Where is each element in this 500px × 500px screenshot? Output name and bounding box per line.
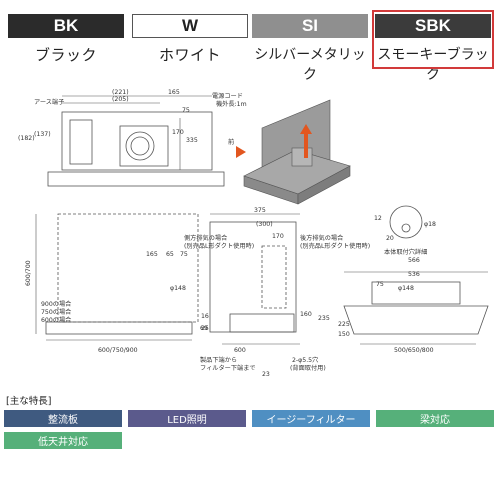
label-750: 750の場合 <box>41 308 71 316</box>
fan-box <box>119 125 169 167</box>
dim-335: 335 <box>186 137 198 144</box>
dim-148-side: φ148 <box>170 285 186 292</box>
dim-12: 12 <box>374 215 382 222</box>
top-view <box>47 95 225 187</box>
note-side-1: 側方排気の場合 <box>184 234 227 242</box>
features-title: [主な特長] <box>6 396 52 407</box>
swatch-w-chip: W <box>132 14 248 38</box>
dim-600-700: 600/700 <box>25 260 32 286</box>
swatch-bk-chip: BK <box>8 14 124 38</box>
feature-tag-flow-plate: 整流板 <box>4 410 122 427</box>
dim-69: 69 <box>200 325 208 332</box>
front-label: 前 <box>228 138 234 146</box>
dim-221: (221) <box>112 89 129 96</box>
swatch-si-name: シルバーメタリック <box>254 47 366 83</box>
top-view-front <box>47 171 225 187</box>
swatch-sbk-code: SBK <box>415 16 451 35</box>
swatch-sbk-chip: SBK <box>375 14 491 38</box>
dim-65: 65 <box>166 251 174 258</box>
mount-view <box>343 205 489 345</box>
cord-label-2: 機外長:1m <box>216 100 247 108</box>
dim-235: 235 <box>318 315 330 322</box>
feature-tag-easy-filter: イージーフィルター <box>252 410 370 427</box>
swatch-bk[interactable]: BK ブラック <box>8 14 124 65</box>
dim-205: (205) <box>112 96 129 103</box>
dim-375: 375 <box>254 207 266 214</box>
feature-tag-low-ceiling: 低天井対応 <box>4 432 122 449</box>
earth-box <box>69 119 93 165</box>
dim-165-side: 165 <box>146 251 158 258</box>
dim-75: 75 <box>182 107 190 114</box>
swatch-bk-name: ブラック <box>34 46 97 64</box>
dim-75-side: 75 <box>180 251 188 258</box>
swatch-sbk[interactable]: SBK スモーキーブラック <box>375 14 491 84</box>
iso-view <box>236 99 351 205</box>
dim-20: 20 <box>386 235 394 242</box>
dim-75-mount: 75 <box>376 281 384 288</box>
duct-circle <box>125 131 155 161</box>
side-view <box>209 213 300 345</box>
screw-note-2: (背面取付用) <box>290 364 326 372</box>
filter-note-1: 製品下端から <box>200 356 237 364</box>
dim-170: 170 <box>172 129 184 136</box>
screw-note-1: 2-φ5.5穴 <box>292 356 318 364</box>
dim-170-side: 170 <box>272 233 284 240</box>
selected-swatch-frame <box>372 10 494 69</box>
dim-165: 165 <box>168 89 180 96</box>
note-back-1: 後方排気の場合 <box>300 234 343 242</box>
dim-25: 25 <box>201 325 209 332</box>
note-side-2: (別売品L形ダクト使用時) <box>184 242 254 250</box>
feature-tag-led: LED照明 <box>128 410 246 427</box>
dim-18: φ18 <box>424 221 436 228</box>
dim-600-750-900: 600/750/900 <box>98 347 138 354</box>
dim-600-side: 600 <box>234 347 246 354</box>
duct-inner-circle <box>130 136 150 156</box>
dim-225: 225 <box>338 321 350 328</box>
dim-137: (137) <box>34 131 51 138</box>
filter-note-2: フィルター下端まで <box>200 364 256 372</box>
cord-label-1: 電源コード <box>212 92 243 100</box>
dim-536: 536 <box>408 271 420 278</box>
front-arrow-icon <box>236 146 246 158</box>
swatch-w[interactable]: W ホワイト <box>132 14 248 65</box>
dimension-drawing: (221) (205) 165 75 (137) (182) 335 170 ア… <box>18 89 489 378</box>
swatch-si-chip: SI <box>252 14 368 38</box>
swatch-si[interactable]: SI シルバーメタリック <box>252 14 368 84</box>
dim-300: (300) <box>256 221 273 228</box>
dim-182: (182) <box>18 135 35 142</box>
dim-16: 16 <box>201 313 209 320</box>
swatch-w-code: W <box>181 16 199 35</box>
top-view-body <box>61 111 213 171</box>
color-options: BK ブラック W ホワイト SI シルバーメタリック SBK スモーキーブラッ… <box>0 0 500 83</box>
dim-148-mount: φ148 <box>398 285 414 292</box>
swatch-w-name: ホワイト <box>158 46 221 64</box>
dim-500-650-800: 500/650/800 <box>394 347 434 354</box>
dim-150: 150 <box>338 331 350 338</box>
note-back-2: (別売品L形ダクト使用時) <box>300 242 370 250</box>
earth-label: アース端子 <box>34 98 64 106</box>
swatch-bk-code: BK <box>53 16 79 35</box>
dim-23: 23 <box>262 371 270 378</box>
dim-566: 566 <box>408 257 420 264</box>
front-view <box>35 213 199 341</box>
exhaust-arrow <box>300 124 312 158</box>
feature-tag-beam: 梁対応 <box>376 410 494 427</box>
dim-160: 160 <box>300 311 312 318</box>
hole-detail-label: 本体取付穴詳細 <box>384 248 427 256</box>
swatch-sbk-name: スモーキーブラック <box>377 47 489 83</box>
swatch-si-code: SI <box>301 16 319 35</box>
label-600: 600の場合 <box>41 316 71 324</box>
label-900: 900の場合 <box>41 300 71 308</box>
